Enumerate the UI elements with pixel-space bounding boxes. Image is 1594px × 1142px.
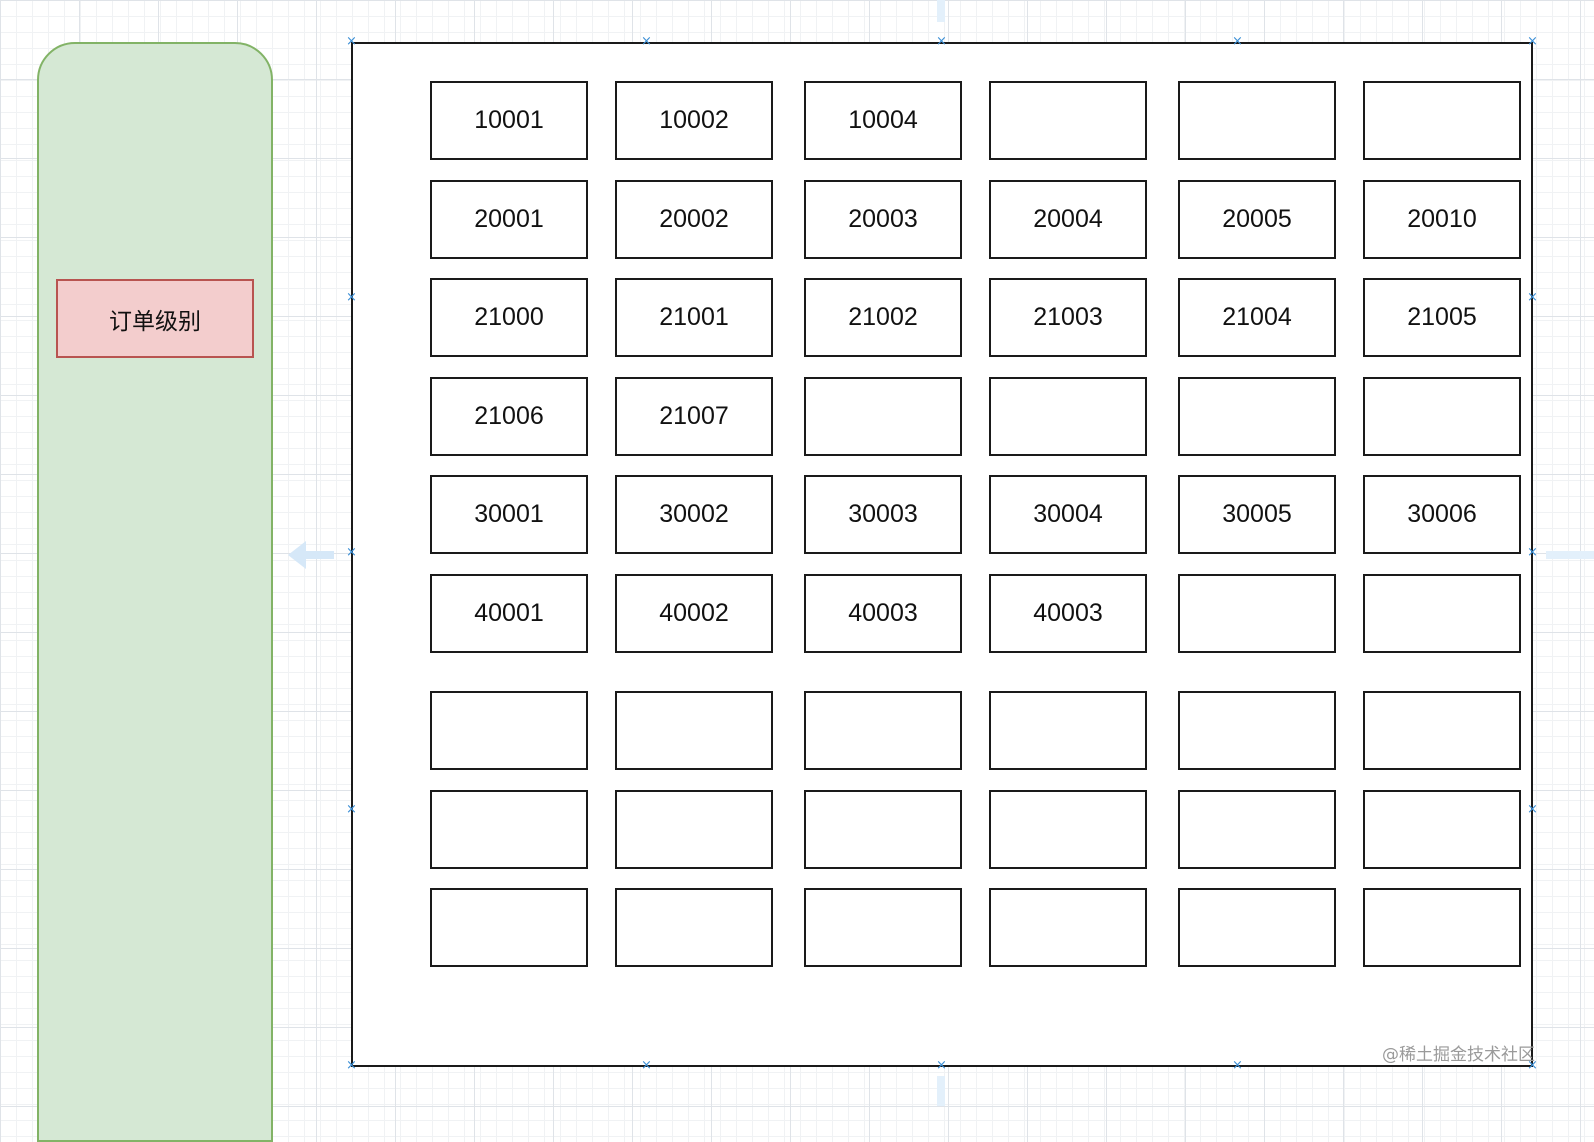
grid-cell[interactable]: [989, 377, 1147, 456]
resize-handle-icon[interactable]: ×: [1527, 34, 1538, 49]
watermark: @稀土掘金技术社区: [1382, 1045, 1535, 1065]
grid-cell[interactable]: [1363, 574, 1521, 653]
resize-handle-icon[interactable]: ×: [1232, 1058, 1243, 1073]
grid-cell[interactable]: [1363, 790, 1521, 869]
resize-handle-icon[interactable]: ×: [936, 1058, 947, 1073]
grid-cell[interactable]: [989, 81, 1147, 160]
grid-cell[interactable]: 10002: [615, 81, 773, 160]
grid-cell[interactable]: [1178, 691, 1336, 770]
grid-cell[interactable]: [1363, 691, 1521, 770]
grid-cell[interactable]: 30003: [804, 475, 962, 554]
grid-cell[interactable]: 20010: [1363, 180, 1521, 259]
resize-handle-icon[interactable]: ×: [1527, 1058, 1538, 1073]
resize-handle-icon[interactable]: ×: [1527, 545, 1538, 560]
lane-label[interactable]: 订单级别: [56, 279, 254, 358]
resize-handle-icon[interactable]: ×: [936, 34, 947, 49]
grid-cell[interactable]: 20003: [804, 180, 962, 259]
grid-cell[interactable]: [804, 691, 962, 770]
resize-handle-icon[interactable]: ×: [346, 34, 357, 49]
grid-cell[interactable]: [1178, 888, 1336, 967]
grid-cell[interactable]: 10004: [804, 81, 962, 160]
grid-cell[interactable]: [989, 888, 1147, 967]
swimlane[interactable]: [37, 42, 273, 1142]
left-arrow-icon[interactable]: [288, 541, 306, 569]
resize-handle-icon[interactable]: ×: [1232, 34, 1243, 49]
resize-handle-icon[interactable]: ×: [346, 802, 357, 817]
vertical-guide-bottom: [937, 1076, 945, 1106]
grid-cell[interactable]: [804, 888, 962, 967]
grid-cell[interactable]: 20001: [430, 180, 588, 259]
resize-handle-icon[interactable]: ×: [346, 545, 357, 560]
horizontal-guide-right: [1546, 551, 1594, 559]
left-arrow-shaft: [304, 551, 334, 559]
grid-cell[interactable]: [804, 377, 962, 456]
grid-cell[interactable]: [989, 790, 1147, 869]
grid-cell[interactable]: [989, 691, 1147, 770]
grid-cell[interactable]: 30001: [430, 475, 588, 554]
grid-cell[interactable]: [430, 790, 588, 869]
grid-cell[interactable]: 21004: [1178, 278, 1336, 357]
grid-cell[interactable]: [430, 888, 588, 967]
resize-handle-icon[interactable]: ×: [346, 290, 357, 305]
grid-cell[interactable]: [430, 691, 588, 770]
grid-cell[interactable]: 21001: [615, 278, 773, 357]
grid-cell[interactable]: [1178, 377, 1336, 456]
grid-cell[interactable]: [1363, 377, 1521, 456]
grid-cell[interactable]: [1363, 81, 1521, 160]
grid-cell[interactable]: 40003: [804, 574, 962, 653]
grid-cell[interactable]: 20005: [1178, 180, 1336, 259]
grid-cell[interactable]: [615, 888, 773, 967]
grid-cell[interactable]: [1178, 574, 1336, 653]
grid-cell[interactable]: 21007: [615, 377, 773, 456]
resize-handle-icon[interactable]: ×: [1527, 290, 1538, 305]
resize-handle-icon[interactable]: ×: [346, 1058, 357, 1073]
grid-cell[interactable]: [615, 691, 773, 770]
grid-cell[interactable]: 40002: [615, 574, 773, 653]
grid-cell[interactable]: 30005: [1178, 475, 1336, 554]
grid-cell[interactable]: 40001: [430, 574, 588, 653]
grid-cell[interactable]: 21005: [1363, 278, 1521, 357]
vertical-guide-top: [937, 0, 945, 22]
grid-cell[interactable]: 40003: [989, 574, 1147, 653]
resize-handle-icon[interactable]: ×: [1527, 802, 1538, 817]
grid-cell[interactable]: 21003: [989, 278, 1147, 357]
grid-cell[interactable]: 21000: [430, 278, 588, 357]
grid-cell[interactable]: [1178, 790, 1336, 869]
grid-cell[interactable]: 21002: [804, 278, 962, 357]
grid-cell[interactable]: [804, 790, 962, 869]
grid-cell[interactable]: 10001: [430, 81, 588, 160]
grid-cell[interactable]: 30004: [989, 475, 1147, 554]
grid-cell[interactable]: 30002: [615, 475, 773, 554]
resize-handle-icon[interactable]: ×: [641, 34, 652, 49]
grid-cell[interactable]: [615, 790, 773, 869]
grid-cell[interactable]: [1363, 888, 1521, 967]
grid-cell[interactable]: [1178, 81, 1336, 160]
grid-cell[interactable]: 21006: [430, 377, 588, 456]
resize-handle-icon[interactable]: ×: [641, 1058, 652, 1073]
grid-cell[interactable]: 20004: [989, 180, 1147, 259]
grid-cell[interactable]: 30006: [1363, 475, 1521, 554]
grid-cell[interactable]: 20002: [615, 180, 773, 259]
